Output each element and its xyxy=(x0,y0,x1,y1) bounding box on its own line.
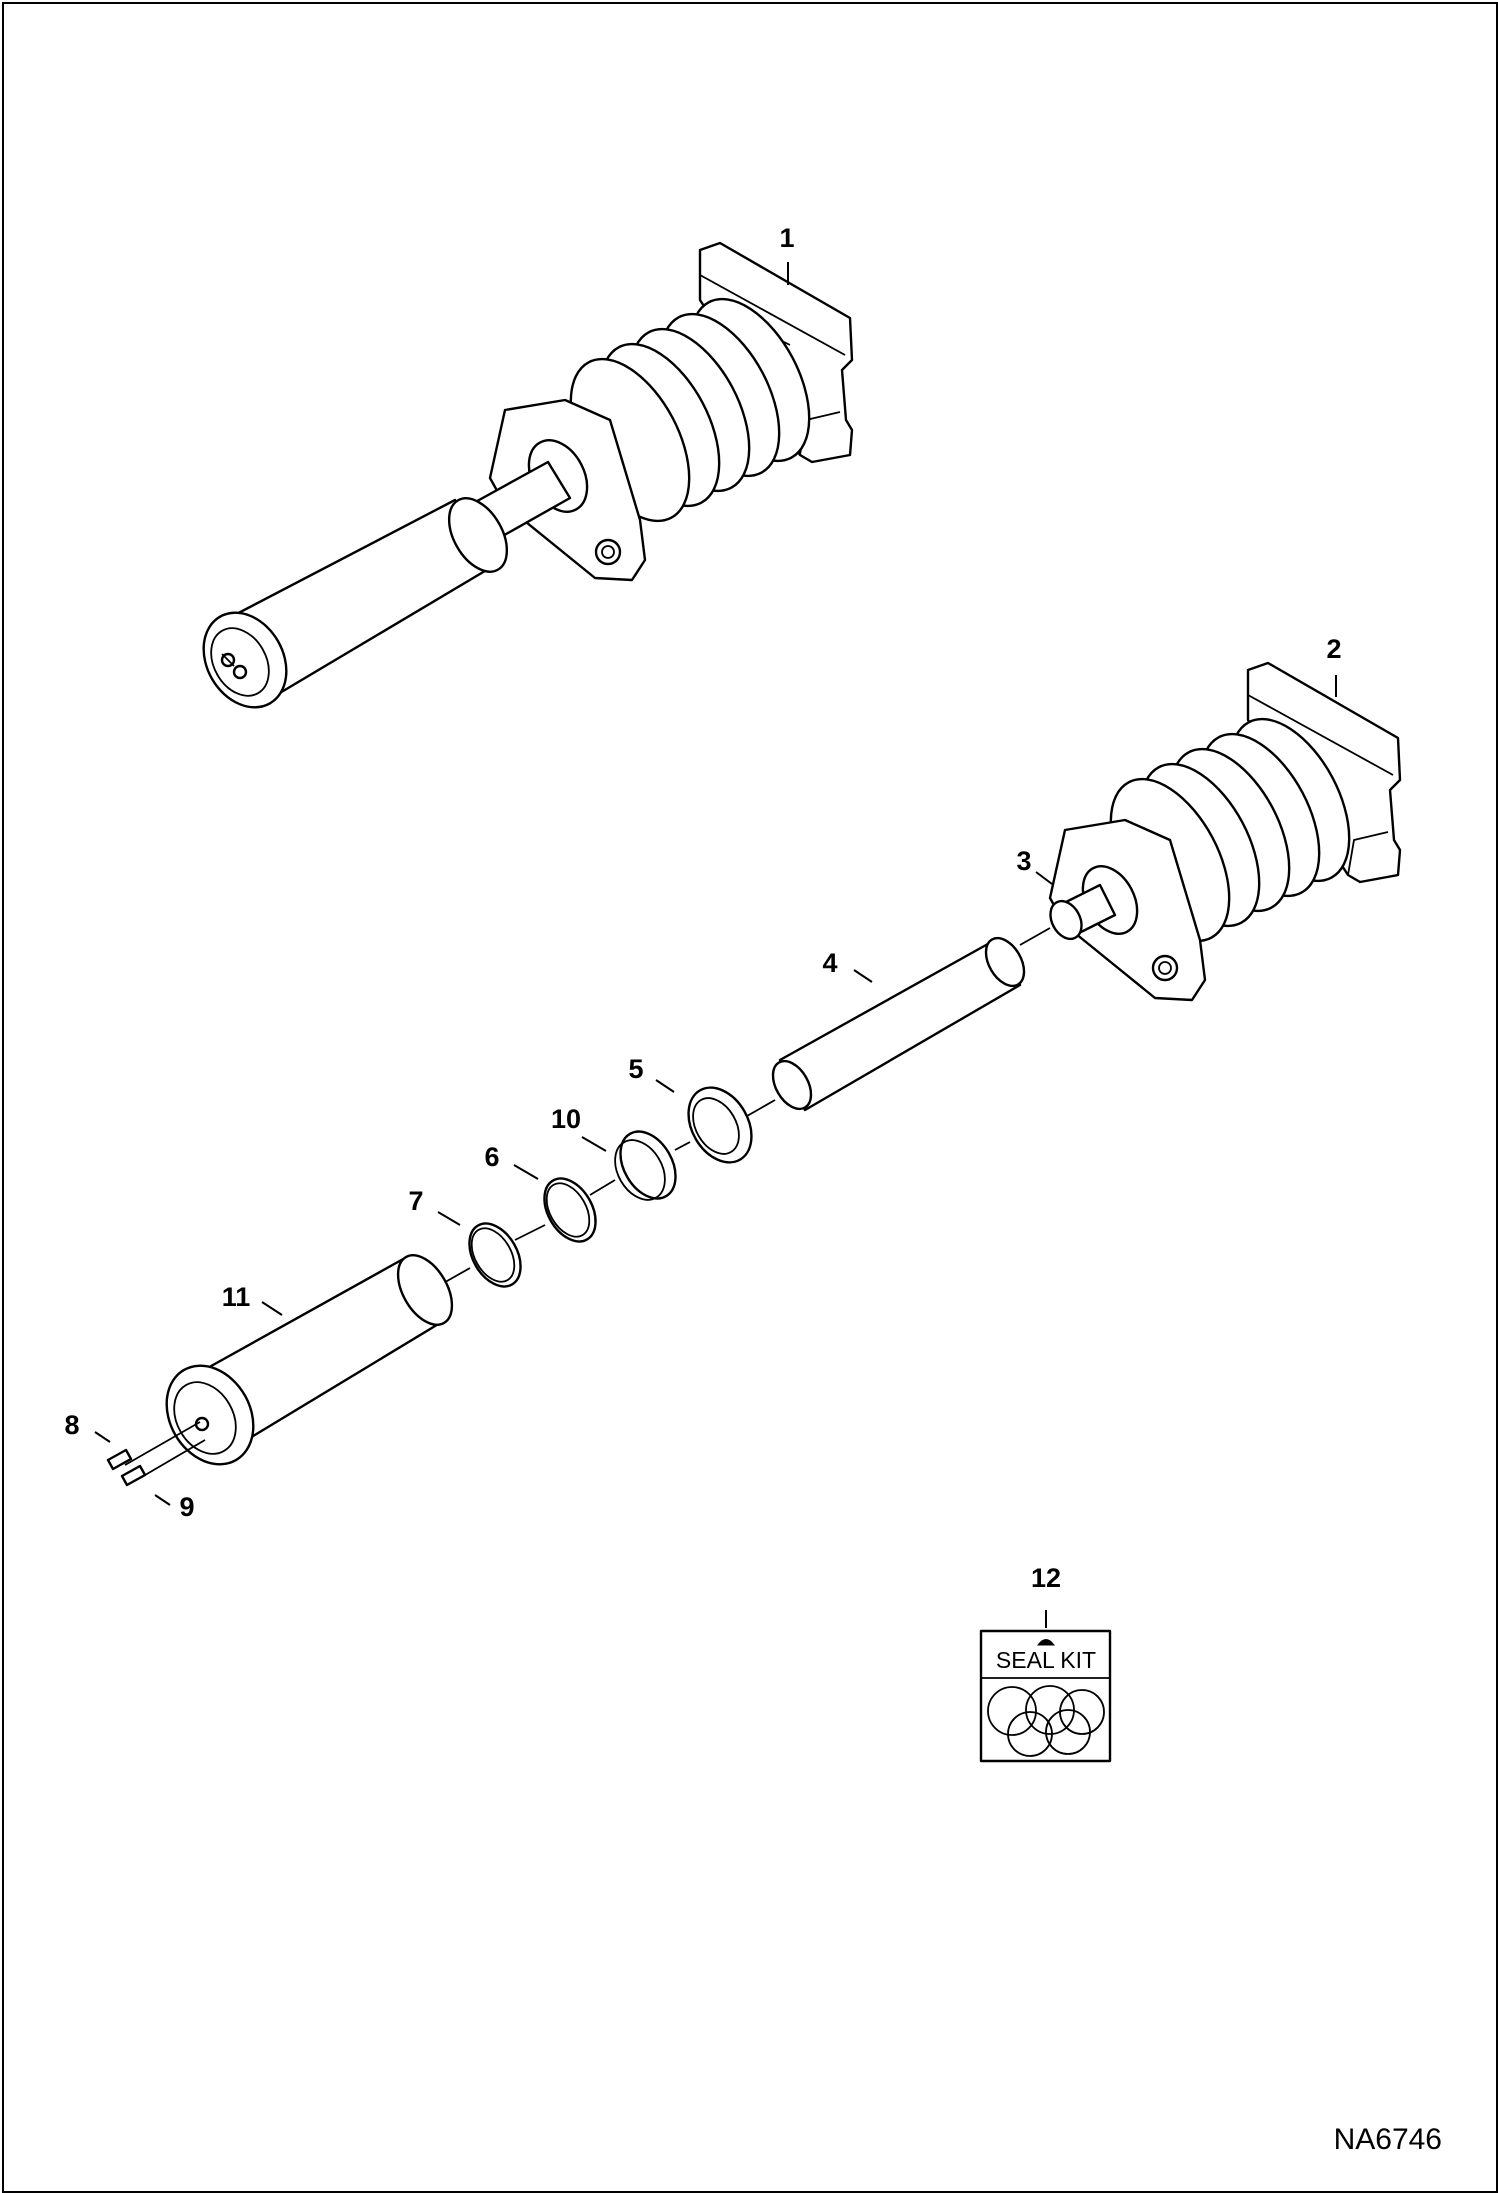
seal-kit-package: SEAL KIT xyxy=(979,1629,1112,1763)
leader-10 xyxy=(581,1136,607,1152)
axis-line-3 xyxy=(674,1141,691,1151)
cylinder-tube-part-4 xyxy=(771,936,1026,1112)
axis-line-5 xyxy=(514,1224,546,1241)
leader-11 xyxy=(261,1301,283,1316)
callout-7: 7 xyxy=(408,1186,423,1216)
callout-3: 3 xyxy=(1016,846,1031,876)
fitting-part-8 xyxy=(106,1448,133,1471)
leader-4 xyxy=(853,969,873,983)
leader-3 xyxy=(1035,871,1053,885)
leader-5 xyxy=(655,1079,675,1093)
drawing-code: NA6746 xyxy=(1334,2123,1442,2156)
axis-line-8 xyxy=(139,1439,206,1479)
fitting-part-9 xyxy=(120,1464,147,1487)
callout-8: 8 xyxy=(64,1410,79,1440)
callout-12: 12 xyxy=(1031,1563,1061,1593)
seal-kit-label: SEAL KIT xyxy=(996,1647,1096,1673)
leader-7 xyxy=(437,1211,461,1226)
leader-6 xyxy=(513,1164,539,1180)
callout-4: 4 xyxy=(822,948,837,978)
callout-6: 6 xyxy=(484,1142,499,1172)
callout-1: 1 xyxy=(779,223,794,253)
recoil-spring-assembly-2 xyxy=(1048,661,1402,1002)
backup-ring-part-7 xyxy=(468,1222,522,1288)
callout-9: 9 xyxy=(179,1492,194,1522)
axis-line-7 xyxy=(124,1421,201,1466)
seal-ring-part-5 xyxy=(687,1086,753,1164)
o-ring-part-6 xyxy=(543,1177,597,1243)
axis-line-4 xyxy=(589,1179,616,1196)
axis-line-1 xyxy=(1019,927,1051,946)
hang-tab-icon xyxy=(1037,1639,1055,1646)
recoil-spring-assembly-1 xyxy=(202,241,854,709)
leader-9 xyxy=(154,1494,171,1506)
callout-5: 5 xyxy=(628,1054,643,1084)
cylinder-part-11 xyxy=(165,1254,454,1466)
callout-10: 10 xyxy=(551,1104,581,1134)
leader-8 xyxy=(94,1431,111,1443)
callout-11: 11 xyxy=(222,1282,251,1312)
o-rings-icon xyxy=(987,1685,1105,1757)
bushing-part-10 xyxy=(614,1130,677,1201)
callout-2: 2 xyxy=(1326,634,1341,664)
